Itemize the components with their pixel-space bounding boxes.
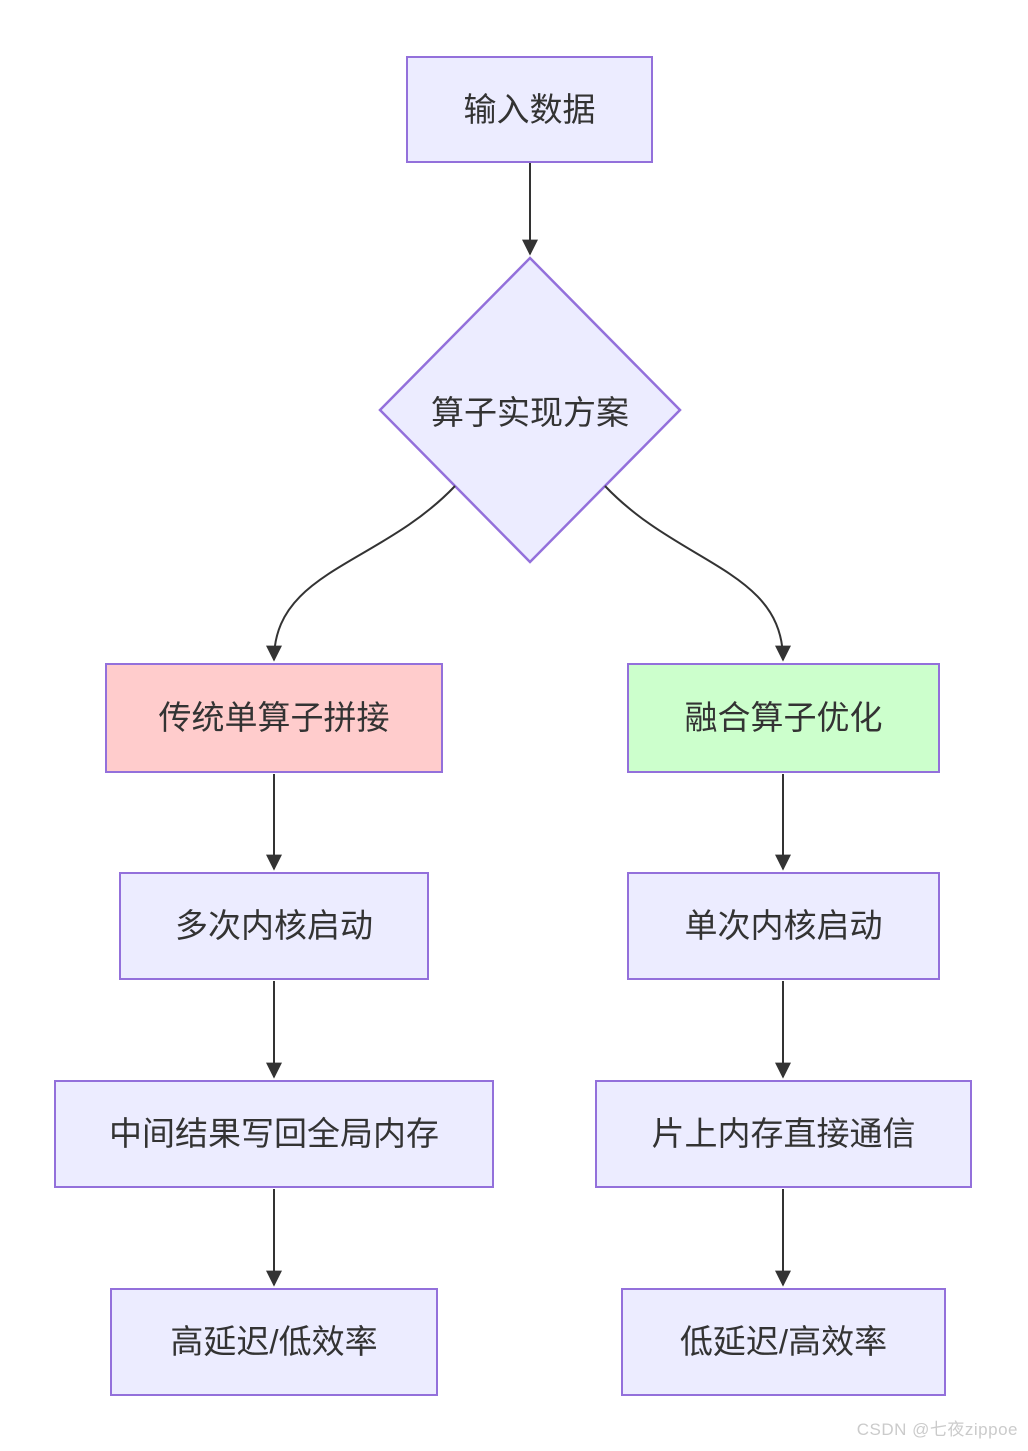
node-writeback-global: 中间结果写回全局内存 — [54, 1080, 494, 1188]
node-multi-launch-label: 多次内核启动 — [175, 907, 373, 945]
node-decision-label: 算子实现方案 — [431, 394, 629, 431]
node-traditional: 传统单算子拼接 — [105, 663, 443, 773]
node-low-latency: 低延迟/高效率 — [621, 1288, 946, 1396]
node-writeback-global-label: 中间结果写回全局内存 — [109, 1115, 439, 1153]
node-single-launch: 单次内核启动 — [627, 872, 940, 980]
node-input: 输入数据 — [406, 56, 653, 163]
edge-decision-to-traditional — [266, 485, 456, 662]
node-decision: 算子实现方案 — [380, 385, 680, 435]
node-fused-label: 融合算子优化 — [684, 699, 883, 737]
node-multi-launch: 多次内核启动 — [119, 872, 429, 980]
node-high-latency: 高延迟/低效率 — [110, 1288, 438, 1396]
node-low-latency-label: 低延迟/高效率 — [679, 1323, 888, 1361]
node-onchip-comm-label: 片上内存直接通信 — [651, 1115, 916, 1153]
node-input-label: 输入数据 — [463, 90, 596, 128]
watermark: CSDN @七夜zippoe — [856, 1420, 1018, 1439]
edge-decision-to-fused — [604, 485, 791, 662]
node-traditional-label: 传统单算子拼接 — [158, 699, 390, 737]
node-onchip-comm: 片上内存直接通信 — [595, 1080, 972, 1188]
node-single-launch-label: 单次内核启动 — [684, 907, 883, 945]
node-high-latency-label: 高延迟/低效率 — [170, 1323, 378, 1361]
node-fused: 融合算子优化 — [627, 663, 940, 773]
